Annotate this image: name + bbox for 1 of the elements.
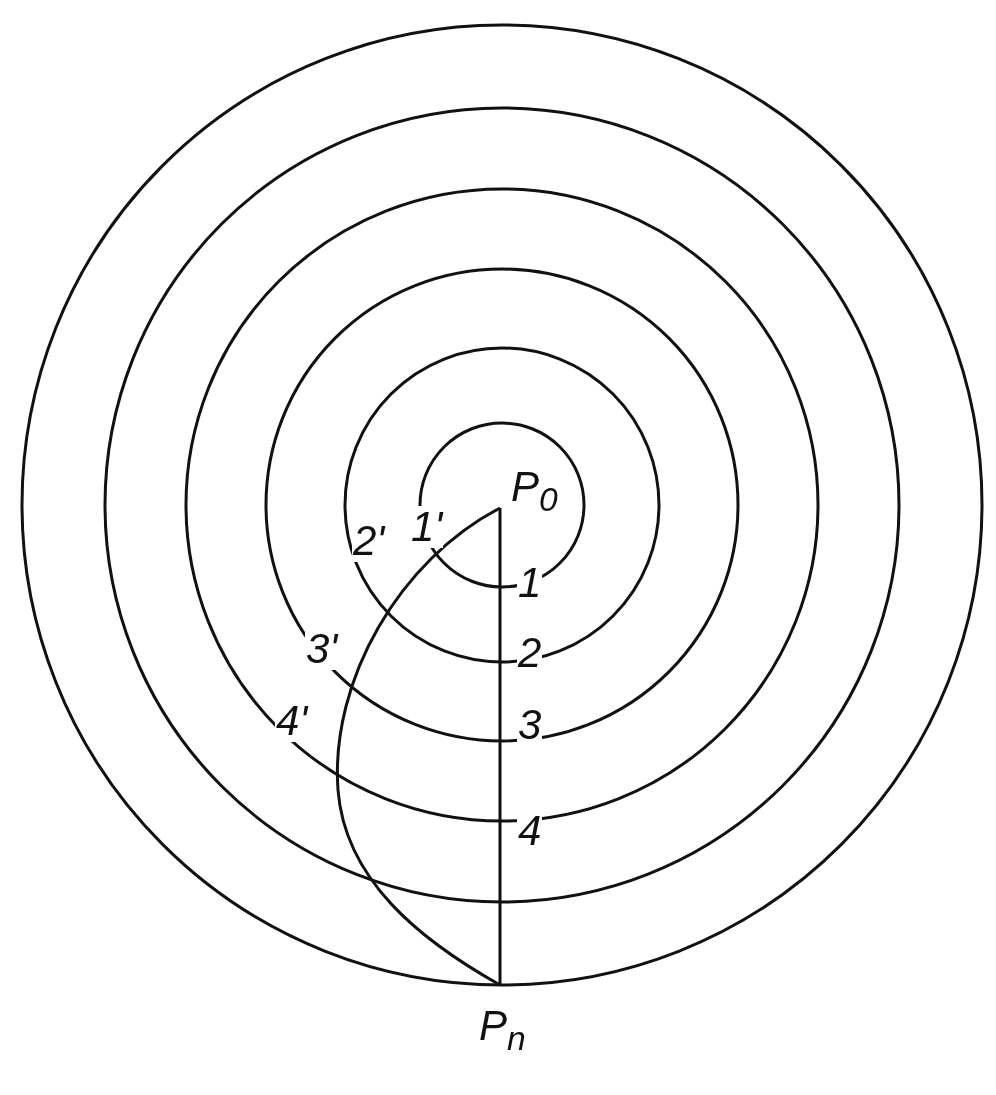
point-label: 1': [410, 506, 444, 548]
